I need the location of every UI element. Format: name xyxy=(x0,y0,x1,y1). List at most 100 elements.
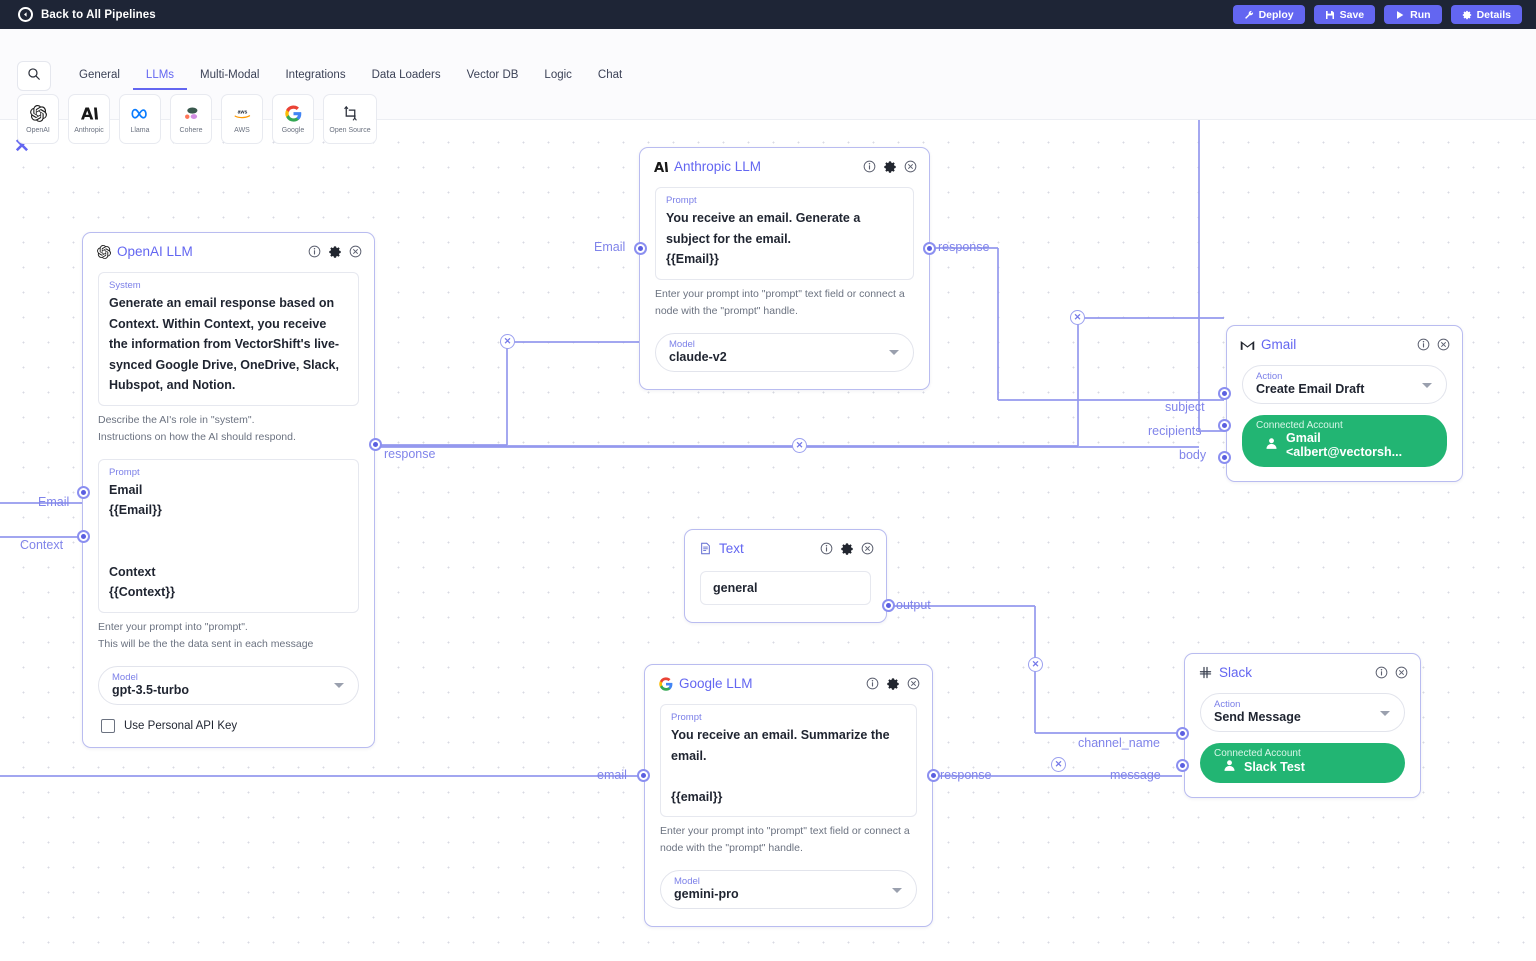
node-tools xyxy=(820,542,874,556)
top-bar: Back to All Pipelines Deploy Save Run xyxy=(0,0,1536,29)
prompt-field[interactable]: Prompt You receive an email. Generate a … xyxy=(655,187,914,280)
handle-openai-input-email[interactable] xyxy=(77,486,90,499)
system-field[interactable]: System Generate an email response based … xyxy=(98,272,359,406)
tab-general[interactable]: General xyxy=(79,69,120,81)
search-button[interactable] xyxy=(17,61,51,91)
text-value-input[interactable]: general xyxy=(700,571,871,605)
palette-label: AWS xyxy=(234,127,250,134)
gear-icon[interactable] xyxy=(883,160,897,174)
category-tabs: General LLMs Multi-Modal Integrations Da… xyxy=(66,69,635,90)
edge-delete-button[interactable]: ✕ xyxy=(500,334,515,349)
handle-google-output-response[interactable] xyxy=(927,769,940,782)
details-button[interactable]: Details xyxy=(1450,5,1522,24)
tab-multi-modal[interactable]: Multi-Modal xyxy=(200,69,260,81)
handle-openai-output-response[interactable] xyxy=(369,438,382,451)
node-gmail[interactable]: Gmail Action Create Email Draft Connecte… xyxy=(1226,325,1463,482)
node-slack[interactable]: Slack Action Send Message Connected Acco… xyxy=(1184,653,1421,798)
slack-action-select[interactable]: Action Send Message xyxy=(1200,693,1405,732)
node-google-llm[interactable]: Google LLM Prompt You receive an email. … xyxy=(644,664,933,927)
handle-anthropic-input-email[interactable] xyxy=(634,242,647,255)
info-icon[interactable] xyxy=(863,160,876,173)
run-label: Run xyxy=(1410,8,1431,21)
tab-chat[interactable]: Chat xyxy=(597,69,623,81)
node-library-toolbar: General LLMs Multi-Modal Integrations Da… xyxy=(0,29,1536,144)
run-button[interactable]: Run xyxy=(1384,5,1442,24)
person-icon xyxy=(1223,759,1236,775)
edge-delete-button[interactable]: ✕ xyxy=(1051,757,1066,772)
deploy-button[interactable]: Deploy xyxy=(1232,5,1305,24)
gear-icon[interactable] xyxy=(840,542,854,556)
handle-openai-input-context[interactable] xyxy=(77,530,90,543)
tab-logic[interactable]: Logic xyxy=(544,69,572,81)
close-icon[interactable] xyxy=(1437,338,1450,351)
pipeline-canvas[interactable]: ✕ xyxy=(0,120,1536,961)
palette-item-open-source[interactable]: Open Source xyxy=(323,94,377,144)
prompt-value: You receive an email. Summarize the emai… xyxy=(671,728,890,804)
handle-gmail-input-body[interactable] xyxy=(1218,451,1231,464)
prompt-field[interactable]: Prompt You receive an email. Summarize t… xyxy=(660,704,917,817)
close-icon[interactable] xyxy=(1395,666,1408,679)
node-tools xyxy=(1375,666,1408,679)
palette-item-aws[interactable]: aws AWS xyxy=(221,94,263,144)
handle-gmail-input-recipients[interactable] xyxy=(1218,419,1231,432)
deploy-label: Deploy xyxy=(1258,8,1294,21)
chevron-down-icon xyxy=(892,887,902,893)
connected-account-value-row: Slack Test xyxy=(1214,759,1391,775)
node-anthropic-llm[interactable]: Anthropic LLM Prompt You receive an emai… xyxy=(639,147,930,390)
back-to-all-pipelines-button[interactable]: Back to All Pipelines xyxy=(18,7,156,22)
model-select[interactable]: Model gpt-3.5-turbo xyxy=(98,665,359,705)
gear-icon[interactable] xyxy=(328,245,342,259)
gmail-connected-account[interactable]: Connected Account Gmail <albert@vectorsh… xyxy=(1242,415,1447,467)
info-icon[interactable] xyxy=(820,542,833,555)
tab-integrations[interactable]: Integrations xyxy=(285,69,346,81)
node-openai-llm[interactable]: OpenAI LLM System Generate an email resp… xyxy=(82,232,375,748)
gmail-action-select[interactable]: Action Create Email Draft xyxy=(1242,365,1447,404)
slack-connected-account[interactable]: Connected Account Slack Test xyxy=(1200,743,1405,783)
tab-vector-db[interactable]: Vector DB xyxy=(466,69,519,81)
tab-llms[interactable]: LLMs xyxy=(132,69,188,90)
node-title: Slack xyxy=(1219,665,1253,680)
model-label: Model xyxy=(674,876,700,887)
tab-data-loaders[interactable]: Data Loaders xyxy=(371,69,441,81)
handle-gmail-input-subject[interactable] xyxy=(1218,387,1231,400)
model-select[interactable]: Model gemini-pro xyxy=(660,870,917,909)
cohere-icon xyxy=(183,104,200,123)
node-palette: OpenAI Anthropic Llama Cohere xyxy=(17,94,377,144)
edge-label-openai-response: response xyxy=(384,447,436,461)
edge-label-gmail-subject: subject xyxy=(1165,400,1205,414)
handle-google-input-email[interactable] xyxy=(637,769,650,782)
slack-icon xyxy=(1198,665,1213,680)
edge-delete-button[interactable]: ✕ xyxy=(1070,310,1085,325)
handle-anthropic-output-response[interactable] xyxy=(923,242,936,255)
prompt-helper-text: Enter your prompt into "prompt". This wi… xyxy=(98,620,314,650)
edge-delete-button[interactable]: ✕ xyxy=(792,438,807,453)
close-icon[interactable] xyxy=(907,677,920,690)
info-icon[interactable] xyxy=(1417,338,1430,351)
node-text[interactable]: Text general xyxy=(684,529,887,623)
close-icon[interactable] xyxy=(861,542,874,555)
info-icon[interactable] xyxy=(308,245,321,258)
gear-icon[interactable] xyxy=(886,677,900,691)
palette-item-openai[interactable]: OpenAI xyxy=(17,94,59,144)
palette-item-anthropic[interactable]: Anthropic xyxy=(68,94,110,144)
close-icon[interactable] xyxy=(349,245,362,258)
edge-delete-button[interactable]: ✕ xyxy=(1028,657,1043,672)
palette-item-google[interactable]: Google xyxy=(272,94,314,144)
use-personal-api-key-checkbox[interactable]: Use Personal API Key xyxy=(101,718,359,733)
document-icon xyxy=(698,541,713,556)
prompt-field[interactable]: Prompt Email {{Email}} Context {{Context… xyxy=(98,458,359,613)
node-tools xyxy=(863,160,917,174)
info-icon[interactable] xyxy=(866,677,879,690)
handle-slack-input-channel-name[interactable] xyxy=(1176,727,1189,740)
wrench-icon xyxy=(1244,10,1254,20)
info-icon[interactable] xyxy=(1375,666,1388,679)
handle-slack-input-message[interactable] xyxy=(1176,759,1189,772)
palette-item-cohere[interactable]: Cohere xyxy=(170,94,212,144)
close-icon[interactable] xyxy=(904,160,917,173)
model-select[interactable]: Model claude-v2 xyxy=(655,332,914,372)
save-button[interactable]: Save xyxy=(1313,5,1376,24)
svg-text:aws: aws xyxy=(237,110,247,116)
handle-text-output[interactable] xyxy=(882,599,895,612)
edge-label-gmail-body: body xyxy=(1179,448,1207,462)
palette-item-llama[interactable]: Llama xyxy=(119,94,161,144)
